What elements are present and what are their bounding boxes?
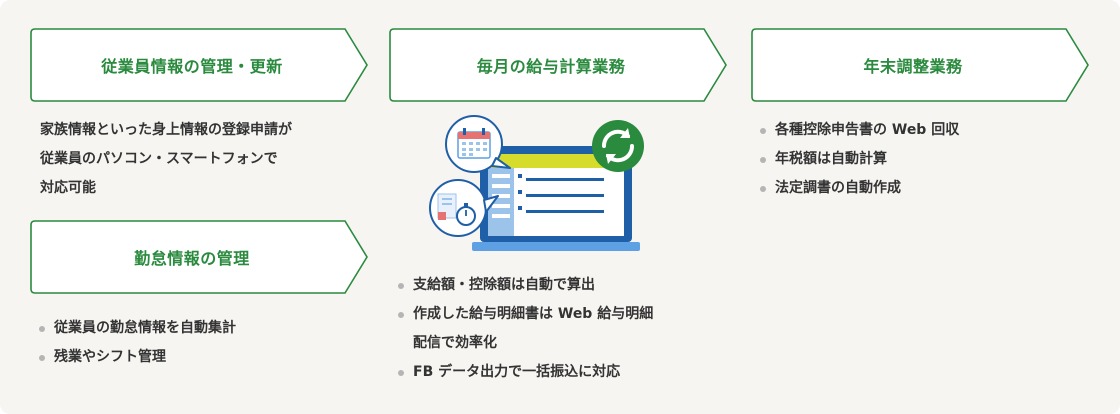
attendance-title: 勤怠情報の管理 — [134, 249, 250, 268]
attendance-bullets: 従業員の勤怠情報を自動集計 残業やシフト管理 — [38, 314, 236, 372]
list-item: 年税額は自動計算 — [759, 145, 959, 174]
arrow-shape — [389, 28, 727, 102]
year-end-header: 年末調整業務 — [751, 28, 1093, 102]
list-item: 従業員の勤怠情報を自動集計 — [38, 314, 236, 343]
attendance-header: 勤怠情報の管理 — [30, 220, 372, 294]
employee-info-description: 家族情報といった身上情報の登録申請が 従業員のパソコン・スマートフォンで 対応可… — [40, 116, 292, 203]
payroll-illustration — [429, 115, 644, 251]
list-item: 残業やシフト管理 — [38, 343, 236, 372]
list-item-line: 作成した給与明細書は Web 給与明細 — [413, 306, 654, 322]
payroll-header: 毎月の給与計算業務 — [389, 28, 731, 102]
payroll-title: 毎月の給与計算業務 — [476, 57, 626, 76]
payroll-bullets: 支給額・控除額は自動で算出 作成した給与明細書は Web 給与明細 配信で効率化… — [397, 271, 653, 387]
arrow-shape — [30, 28, 368, 102]
list-item-line: 配信で効率化 — [413, 335, 497, 351]
list-item: 支給額・控除額は自動で算出 — [397, 271, 653, 300]
description-line: 対応可能 — [40, 180, 96, 196]
calendar-icon — [445, 115, 511, 173]
employee-info-title: 従業員情報の管理・更新 — [101, 57, 283, 76]
arrow-shape — [30, 220, 368, 294]
list-item: FB データ出力で一括振込に対応 — [397, 358, 653, 387]
description-line: 従業員のパソコン・スマートフォンで — [40, 151, 278, 167]
list-item: 各種控除申告書の Web 回収 — [759, 116, 959, 145]
list-item: 法定調書の自動作成 — [759, 174, 959, 203]
list-item: 作成した給与明細書は Web 給与明細 配信で効率化 — [397, 300, 653, 358]
stopwatch-icon — [429, 179, 499, 237]
employee-info-header: 従業員情報の管理・更新 — [30, 28, 372, 102]
year-end-bullets: 各種控除申告書の Web 回収 年税額は自動計算 法定調書の自動作成 — [759, 116, 959, 203]
refresh-icon — [592, 120, 644, 172]
description-line: 家族情報といった身上情報の登録申請が — [40, 122, 292, 138]
arrow-shape — [751, 28, 1089, 102]
year-end-title: 年末調整業務 — [863, 57, 963, 76]
